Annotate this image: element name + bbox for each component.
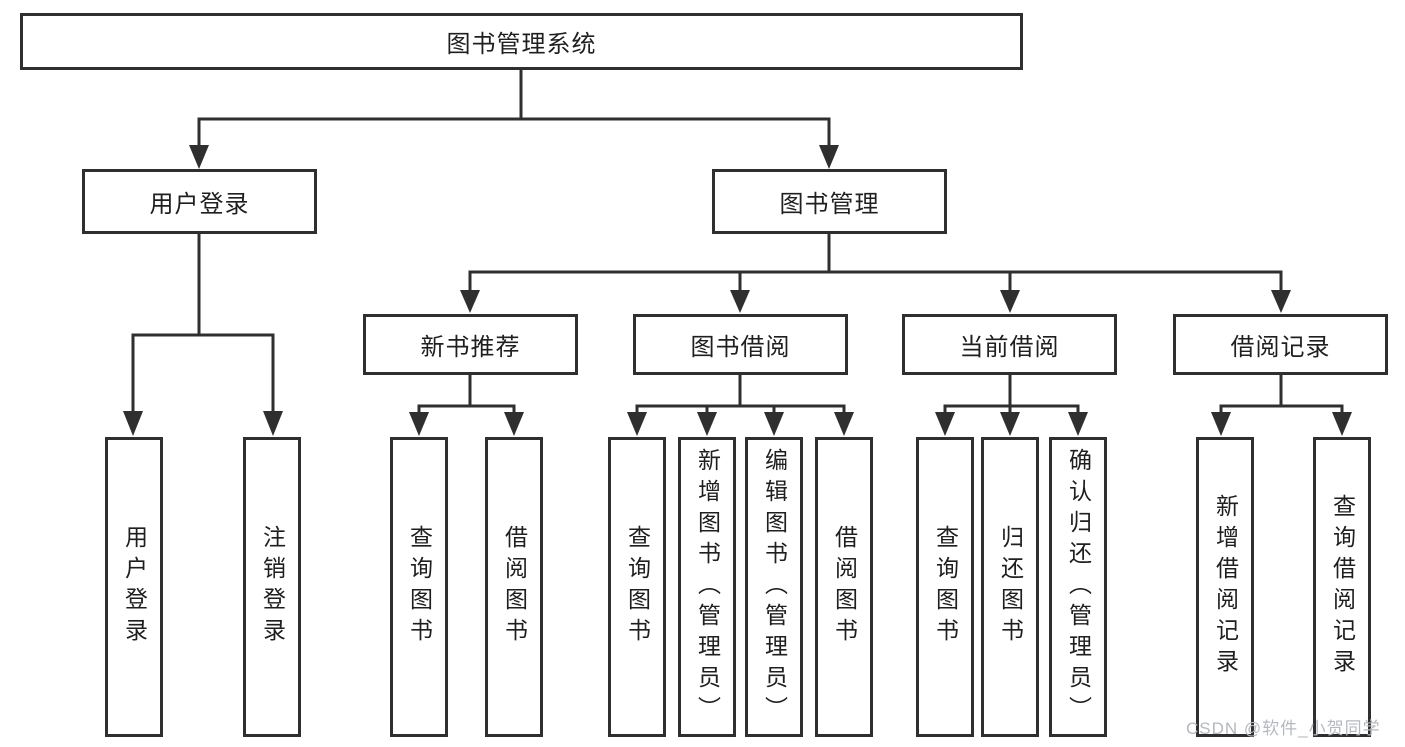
edge-root-bar (197, 117, 831, 150)
leaf-bb-add-books: 新增图书（管理员） (678, 437, 736, 737)
leaf-bb-query-books: 查询图书 (608, 437, 666, 737)
arrowhead (730, 290, 750, 313)
node-label: 借阅图书 (501, 525, 528, 649)
leaf-logout: 注销登录 (243, 437, 301, 737)
node-label: 用户登录 (121, 525, 148, 649)
leaf-br-add-record: 新增借阅记录 (1196, 437, 1254, 737)
node-label: 确认归还（管理员） (1065, 447, 1092, 727)
node-label: 归还图书 (997, 525, 1024, 649)
arrowhead (764, 412, 784, 436)
leaf-bb-edit-books: 编辑图书（管理员） (745, 437, 803, 737)
leaf-cb-return-books: 归还图书 (981, 437, 1039, 737)
arrowhead (123, 411, 143, 436)
leaf-bb-borrow-books: 借阅图书 (815, 437, 873, 737)
node-label: 图书管理 (779, 191, 880, 218)
arrowhead (1068, 412, 1088, 436)
arrowhead (935, 412, 955, 436)
node-label: 当前借阅 (959, 334, 1060, 361)
edge-new-book-bar (417, 404, 516, 417)
arrowhead (1211, 412, 1231, 436)
leaf-nb-query-books: 查询图书 (390, 437, 448, 737)
arrowhead (263, 411, 283, 436)
leaf-br-query-record: 查询借阅记录 (1313, 437, 1371, 737)
leaf-cb-confirm-return: 确认归还（管理员） (1049, 437, 1107, 737)
arrowhead (1000, 290, 1020, 313)
leaf-cb-query-books: 查询图书 (916, 437, 974, 737)
node-label: 编辑图书（管理员） (761, 447, 788, 727)
node-user-login: 用户登录 (82, 169, 317, 234)
arrowhead (1000, 412, 1020, 436)
arrowhead (819, 145, 839, 169)
node-label: 查询借阅记录 (1329, 494, 1356, 680)
node-current-borrowing: 当前借阅 (902, 314, 1117, 375)
node-new-book-recommend: 新书推荐 (363, 314, 578, 375)
arrowhead (697, 412, 717, 436)
node-label: 借阅图书 (831, 525, 858, 649)
node-root: 图书管理系统 (20, 13, 1023, 70)
csdn-watermark: CSDN @软件_小贺同学 (1186, 719, 1381, 738)
node-label: 新书推荐 (420, 334, 521, 361)
arrowhead (409, 412, 429, 436)
arrowhead (1332, 412, 1352, 436)
node-label: 新增借阅记录 (1212, 494, 1239, 680)
node-book-management: 图书管理 (712, 169, 947, 234)
node-label: 查询图书 (932, 525, 959, 649)
arrowhead (1271, 290, 1291, 313)
edge-user-login-bar (131, 333, 275, 414)
leaf-user-login: 用户登录 (105, 437, 163, 737)
node-label: 图书借阅 (690, 334, 791, 361)
edge-level3-bar (468, 270, 1283, 294)
arrowhead (189, 145, 209, 169)
node-label: 用户登录 (149, 191, 250, 218)
node-label: 注销登录 (259, 525, 286, 649)
edge-book-borrow-bar (635, 404, 846, 417)
node-borrowing-records: 借阅记录 (1173, 314, 1388, 375)
arrowhead (460, 290, 480, 313)
arrowhead (627, 412, 647, 436)
node-label: 图书管理系统 (446, 31, 597, 58)
node-label: 借阅记录 (1230, 334, 1331, 361)
node-book-borrowing: 图书借阅 (633, 314, 848, 375)
edge-records-bar (1219, 404, 1344, 417)
node-label: 查询图书 (624, 525, 651, 649)
node-label: 查询图书 (406, 525, 433, 649)
node-label: 新增图书（管理员） (694, 447, 721, 727)
arrowhead (504, 412, 524, 436)
arrowhead (834, 412, 854, 436)
leaf-nb-borrow-books: 借阅图书 (485, 437, 543, 737)
